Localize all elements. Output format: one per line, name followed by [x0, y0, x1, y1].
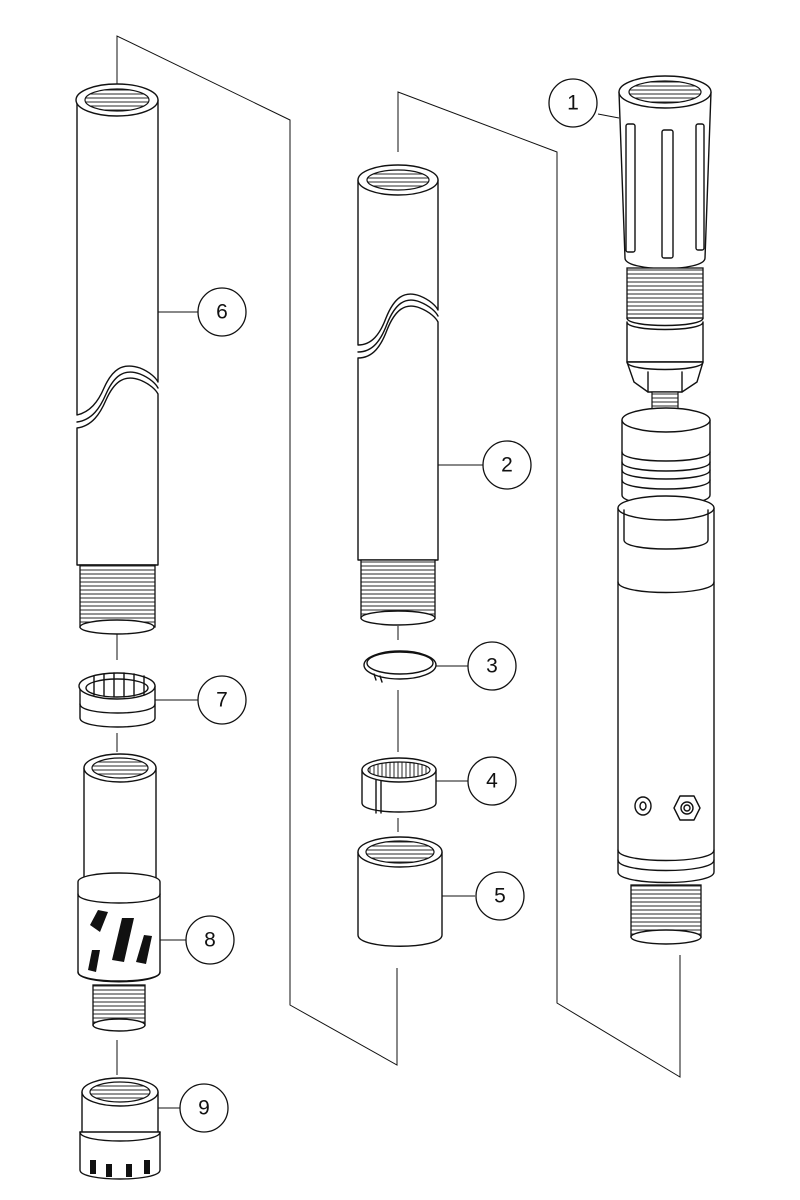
assembly-guide-lines: [116, 35, 681, 1078]
callout-9: 9: [179, 1083, 229, 1133]
callout-7-label: 7: [216, 689, 228, 712]
part-9-crown-shoe: [79, 1077, 161, 1180]
part-4-core-lifter: [361, 757, 437, 814]
callout-2-label: 2: [501, 454, 513, 477]
callout-1: 1: [548, 78, 598, 128]
part-6-outer-tube: [75, 83, 159, 635]
part-1-head-assembly: [617, 75, 715, 945]
callout-4: 4: [467, 756, 517, 806]
callout-8: 8: [185, 915, 235, 965]
part-2-inner-tube: [357, 164, 439, 626]
callout-7: 7: [197, 675, 247, 725]
part-5-lifter-case: [357, 836, 443, 947]
callout-1-label: 1: [567, 92, 579, 115]
callout-8-label: 8: [204, 929, 216, 952]
callout-3: 3: [467, 641, 517, 691]
callout-6-label: 6: [216, 301, 228, 324]
callout-4-label: 4: [486, 770, 498, 793]
callout-6: 6: [197, 287, 247, 337]
part-8-spiral-stabilizer: [77, 753, 161, 1032]
callout-leader-lines: [155, 113, 620, 1109]
callout-3-label: 3: [486, 655, 498, 678]
callout-5-label: 5: [494, 885, 506, 908]
callout-2: 2: [482, 440, 532, 490]
part-7-slotted-ring: [78, 672, 156, 728]
callout-5: 5: [475, 871, 525, 921]
part-3-snap-ring: [363, 650, 437, 683]
callout-9-label: 9: [198, 1097, 210, 1120]
